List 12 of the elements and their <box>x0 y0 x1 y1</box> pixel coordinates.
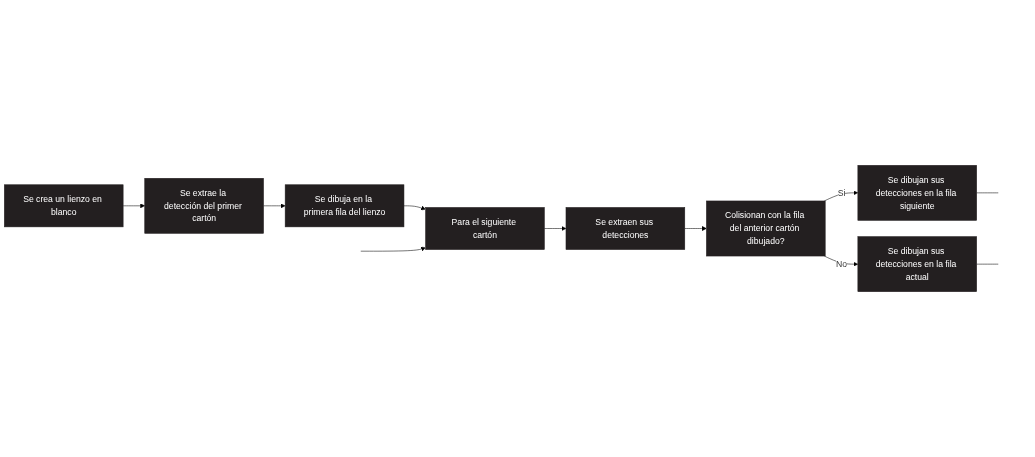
edge-label: Si <box>837 188 846 198</box>
node-box: Se extrae la detección del primer cartón <box>144 178 264 234</box>
edge-label: No <box>836 259 848 269</box>
node-box: Para el siguiente cartón <box>425 207 545 250</box>
node-box: Se dibuja en la primera fila del lienzo <box>284 184 405 228</box>
node-box: Se dibujan sus detecciones en la fila actual <box>857 236 977 292</box>
node-box: Se crea un lienzo en blanco <box>4 184 124 228</box>
node-box: Se dibujan sus detecciones en la fila siguiente <box>857 165 977 221</box>
node-box: Se extraen sus detecciones <box>565 207 686 250</box>
connector <box>976 192 999 194</box>
node-box: Colisionan con la fila del anterior cartón dibujado? <box>706 200 826 257</box>
connector <box>976 263 999 265</box>
